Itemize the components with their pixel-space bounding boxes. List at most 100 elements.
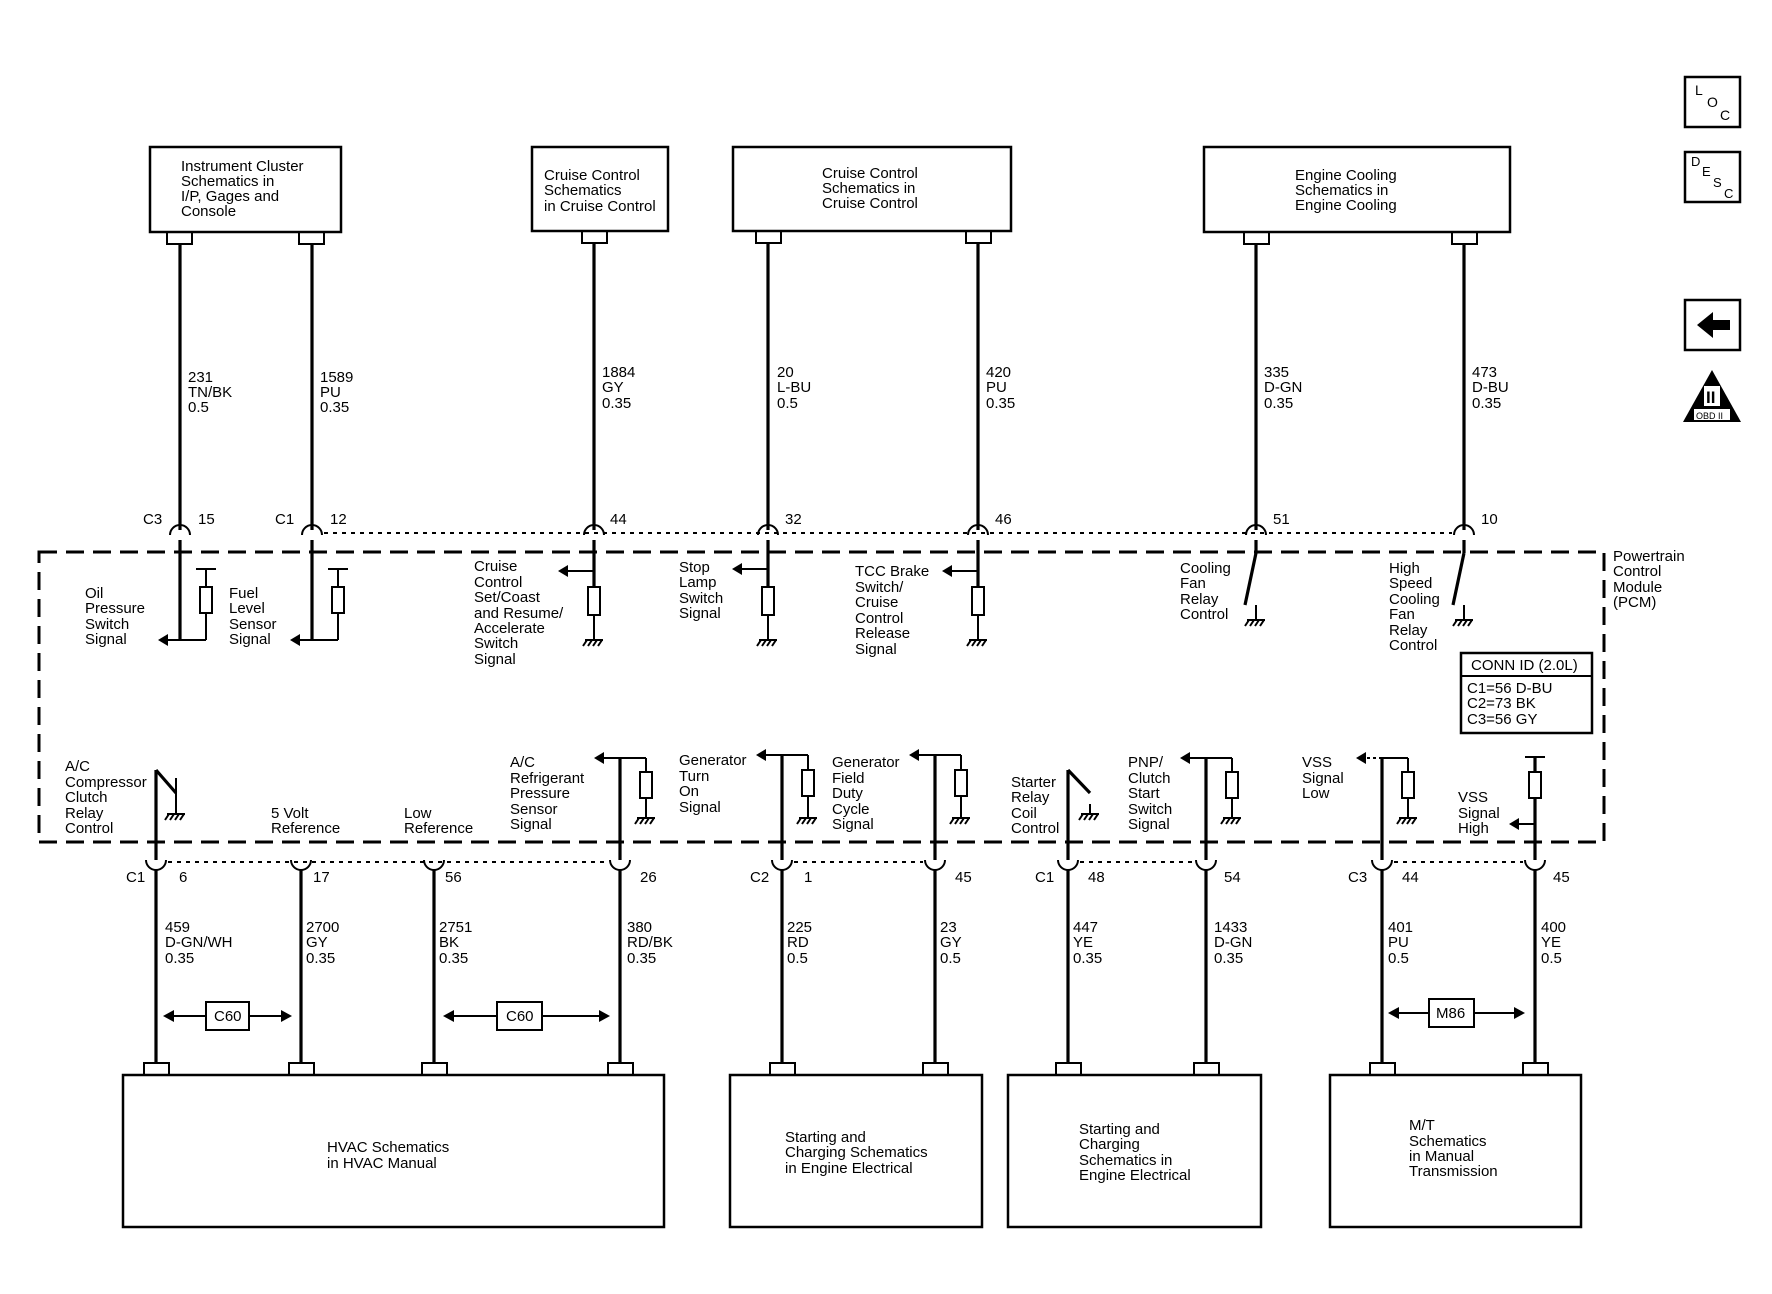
cruise-set-circuit <box>558 540 603 647</box>
signal-label-ac-clutch: A/C Compressor Clutch Relay Control <box>65 758 147 837</box>
svg-text:S: S <box>1713 175 1722 190</box>
top-box-cruise-control-2[interactable]: Cruise Control Schematics in Cruise Cont… <box>731 145 1013 233</box>
svg-text:C3: C3 <box>1348 869 1367 886</box>
svg-text:32: 32 <box>785 511 802 528</box>
top-box-engine-cooling[interactable]: Engine Cooling Schematics in Engine Cool… <box>1202 145 1512 234</box>
desc-icon[interactable]: D E S C <box>1683 150 1742 204</box>
svg-text:Signal: Signal <box>1128 816 1170 833</box>
top-box-instrument-cluster[interactable]: Instrument Cluster Schematics in I/P, Ga… <box>148 145 343 234</box>
svg-text:C1: C1 <box>126 869 145 886</box>
svg-text:Signal: Signal <box>229 631 271 648</box>
svg-text:Signal: Signal <box>679 799 721 816</box>
svg-text:E: E <box>1702 164 1711 179</box>
bottom-box-manual-transmission[interactable]: M/T Schematics in Manual Transmission <box>1328 1073 1583 1229</box>
svg-text:Turn: Turn <box>679 768 709 785</box>
bottom-box-hvac[interactable]: HVAC Schematics in HVAC Manual <box>121 1073 666 1229</box>
svg-text:O: O <box>1707 94 1718 110</box>
svg-text:BK: BK <box>439 934 459 951</box>
svg-text:Instrument Cluster: Instrument Cluster <box>181 158 304 175</box>
svg-text:Low: Low <box>404 805 432 822</box>
top-box-cruise-control-1[interactable]: Cruise Control Schematics in Cruise Cont… <box>530 145 670 233</box>
svg-text:GY: GY <box>602 379 624 396</box>
svg-text:and Resume/: and Resume/ <box>474 605 564 622</box>
svg-text:44: 44 <box>610 511 627 528</box>
vss-low-circuit <box>1356 752 1417 860</box>
svg-text:Relay: Relay <box>1389 622 1428 639</box>
svg-text:5 Volt: 5 Volt <box>271 805 309 822</box>
conn-id-box: CONN ID (2.0L) C1=56 D-BU C2=73 BK C3=56… <box>1459 651 1594 735</box>
svg-text:54: 54 <box>1224 869 1241 886</box>
svg-text:Duty: Duty <box>832 785 863 802</box>
bottom-wire-label-380: 380 RD/BK 0.35 <box>627 919 673 967</box>
svg-text:II: II <box>1706 388 1715 407</box>
bottom-wires <box>154 870 1537 1063</box>
svg-text:Start: Start <box>1128 785 1161 802</box>
svg-text:C1=56 D-BU: C1=56 D-BU <box>1467 680 1552 697</box>
svg-text:Schematics in: Schematics in <box>181 173 274 190</box>
signal-label-stop-lamp: Stop Lamp Switch Signal <box>679 559 723 622</box>
svg-text:Starting and: Starting and <box>785 1129 866 1146</box>
svg-text:Signal: Signal <box>85 631 127 648</box>
svg-text:26: 26 <box>640 869 657 886</box>
signal-label-fuel-level: Fuel Level Sensor Signal <box>229 585 277 648</box>
signal-label-cruise-set: Cruise Control Set/Coast and Resume/ Acc… <box>474 558 564 668</box>
svg-text:0.35: 0.35 <box>1073 950 1102 967</box>
svg-text:C1: C1 <box>275 511 294 528</box>
svg-text:Generator: Generator <box>679 752 747 769</box>
svg-text:0.35: 0.35 <box>306 950 335 967</box>
svg-text:0.35: 0.35 <box>986 395 1015 412</box>
svg-text:447: 447 <box>1073 919 1098 936</box>
svg-text:0.5: 0.5 <box>1388 950 1409 967</box>
pcm-boundary <box>37 550 1606 844</box>
svg-text:1884: 1884 <box>602 364 635 381</box>
loc-icon[interactable]: L O C <box>1683 75 1742 129</box>
svg-text:C1: C1 <box>1035 869 1054 886</box>
svg-text:Control: Control <box>855 610 903 627</box>
svg-text:Oil: Oil <box>85 585 103 602</box>
vss-high-circuit <box>1509 756 1545 860</box>
svg-text:Control: Control <box>1389 637 1437 654</box>
bottom-box-starting-charging-1[interactable]: Starting and Charging Schematics in Engi… <box>728 1073 984 1229</box>
signal-label-ac-refrigerant: A/C Refrigerant Pressure Sensor Signal <box>510 754 585 833</box>
svg-text:VSS: VSS <box>1302 754 1332 771</box>
obd-ii-icon[interactable]: II OBD II <box>1683 370 1741 422</box>
svg-text:401: 401 <box>1388 919 1413 936</box>
svg-text:C2: C2 <box>750 869 769 886</box>
svg-text:A/C: A/C <box>510 754 535 771</box>
svg-text:High: High <box>1389 560 1420 577</box>
svg-text:L-BU: L-BU <box>777 379 811 396</box>
svg-text:in HVAC Manual: in HVAC Manual <box>327 1155 437 1172</box>
svg-text:Relay: Relay <box>65 805 104 822</box>
signal-label-tcc-brake: TCC Brake Switch/ Cruise Control Release… <box>855 563 929 658</box>
svg-text:Refrigerant: Refrigerant <box>510 770 585 787</box>
bottom-box-starting-charging-2[interactable]: Starting and Charging Schematics in Engi… <box>1006 1073 1263 1229</box>
svg-text:in Cruise Control: in Cruise Control <box>544 198 656 215</box>
svg-text:0.35: 0.35 <box>1264 395 1293 412</box>
high-speed-fan-relay-circuit <box>1451 540 1473 627</box>
svg-text:Engine Cooling: Engine Cooling <box>1295 167 1397 184</box>
ac-clutch-relay-circuit <box>154 768 185 860</box>
svg-text:45: 45 <box>1553 869 1570 886</box>
top-wire-label-1884: 1884 GY 0.35 <box>602 364 635 412</box>
back-arrow-icon[interactable] <box>1683 298 1742 352</box>
svg-text:Schematics in: Schematics in <box>822 180 915 197</box>
svg-text:Schematics: Schematics <box>1409 1133 1487 1150</box>
svg-text:Switch: Switch <box>1128 801 1172 818</box>
generator-field-circuit <box>909 749 970 860</box>
svg-text:1433: 1433 <box>1214 919 1247 936</box>
svg-text:GY: GY <box>306 934 328 951</box>
svg-text:Generator: Generator <box>832 754 900 771</box>
svg-text:Switch/: Switch/ <box>855 579 904 596</box>
svg-text:Low: Low <box>1302 785 1330 802</box>
svg-text:45: 45 <box>955 869 972 886</box>
svg-text:D-BU: D-BU <box>1472 379 1509 396</box>
svg-text:Schematics in: Schematics in <box>1295 182 1388 199</box>
svg-text:420: 420 <box>986 364 1011 381</box>
svg-text:10: 10 <box>1481 511 1498 528</box>
generator-turn-on-circuit <box>756 749 817 860</box>
svg-text:L: L <box>1695 82 1703 98</box>
signal-label-oil-pressure: Oil Pressure Switch Signal <box>85 585 145 648</box>
top-wire-label-1589: 1589 PU 0.35 <box>320 369 353 416</box>
svg-text:YE: YE <box>1073 934 1093 951</box>
svg-text:Speed: Speed <box>1389 575 1432 592</box>
